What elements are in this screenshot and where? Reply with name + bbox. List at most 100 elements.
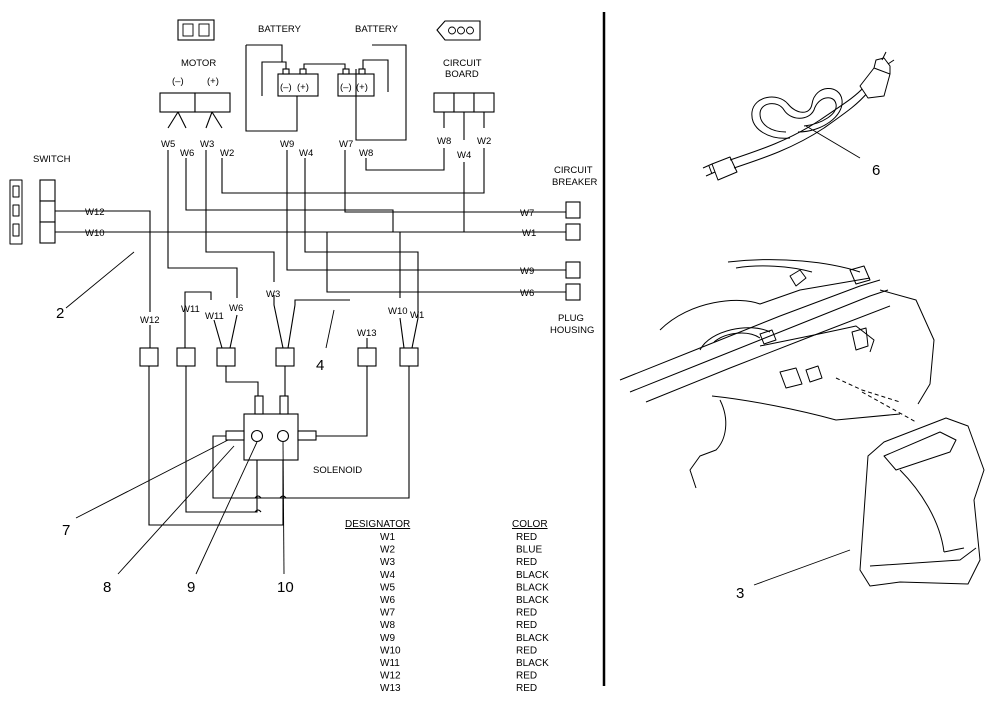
- wire-label-w2-top: W2: [220, 148, 234, 159]
- table-color-cell: BLACK: [516, 658, 549, 669]
- table-color-cell: BLACK: [516, 570, 549, 581]
- circuit-breaker-label-2: BREAKER: [552, 177, 598, 188]
- table-color-cell: BLUE: [516, 545, 542, 556]
- wire-w11-loop: [184, 291, 212, 350]
- battery-left-label: BATTERY: [258, 24, 302, 35]
- wire-label-w10-mid: W10: [388, 306, 408, 317]
- w1-to-solenoid: [212, 366, 410, 499]
- wire-label-w6-plug: W6: [520, 288, 534, 299]
- table-color-cell: BLACK: [516, 582, 549, 593]
- battery-frame-left: [261, 61, 287, 96]
- plug-housing-terminal-1: [565, 261, 581, 279]
- table-designator-cell: W10: [380, 645, 401, 656]
- w10-w1-fork: [399, 317, 419, 349]
- table-designator-cell: W7: [380, 608, 395, 619]
- wire-label-w1-breaker: W1: [522, 228, 536, 239]
- callout-2-leader: [65, 251, 135, 309]
- wire-label-w9: W9: [280, 139, 294, 150]
- w11-to-solenoid: [185, 366, 258, 513]
- battery-outer-left-top: [246, 44, 283, 62]
- table-color-cell: RED: [516, 645, 537, 656]
- callout-10: 10: [277, 579, 294, 596]
- wire-w4-route: [304, 158, 419, 305]
- switch-component: [9, 179, 56, 245]
- table-color-cell: RED: [516, 557, 537, 568]
- connector-w11: [176, 347, 196, 367]
- callout-2: 2: [56, 305, 64, 322]
- wire-w6-route: [185, 158, 394, 232]
- wire-w6-to-plug: [326, 232, 540, 293]
- plug-housing-label-2: HOUSING: [550, 325, 594, 336]
- wire-label-w12-switch: W12: [85, 207, 105, 218]
- table-color-cell: RED: [516, 608, 537, 619]
- callout-7-leader: [75, 439, 229, 519]
- wire-label-w8-top: W8: [359, 148, 373, 159]
- wire-w5-route: [167, 150, 238, 298]
- callout-3-leader: [753, 549, 851, 586]
- wire-label-w3-top: W3: [200, 139, 214, 150]
- wire-label-w10-switch: W10: [85, 228, 105, 239]
- callout-8-leader: [117, 445, 235, 575]
- motor-terminal-block: [159, 92, 231, 113]
- wire-w9-route: [286, 150, 540, 271]
- wire-label-w7-breaker: W7: [520, 208, 534, 219]
- wire-label-w3-mid: W3: [266, 289, 280, 300]
- table-designator-cell: W11: [380, 658, 400, 669]
- table-header-designator: DESIGNATOR: [345, 519, 410, 530]
- wire-w2-route: [221, 148, 485, 194]
- battery-right-pos: (+): [356, 82, 368, 93]
- w5-to-solenoid: [225, 366, 259, 396]
- callout-10-leader: [282, 441, 285, 575]
- w13-to-solenoid: [315, 366, 368, 437]
- wire-label-w9-plug: W9: [520, 266, 534, 277]
- wire-label-w11-lower: W11: [205, 311, 224, 322]
- circuit-board-label-2: BOARD: [445, 69, 479, 80]
- battery-left-pos: (+): [297, 82, 309, 93]
- table-color-cell: RED: [516, 532, 537, 543]
- battery-jumper: [303, 63, 346, 69]
- motor-negative-label: (–): [172, 76, 184, 87]
- wire-label-w5: W5: [161, 139, 175, 150]
- motor-connector-icon: [177, 19, 215, 41]
- table-color-cell: RED: [516, 620, 537, 631]
- wire-w12-route: [55, 210, 151, 312]
- solenoid-post-right: [276, 429, 290, 443]
- motor-label: MOTOR: [181, 58, 216, 69]
- motor-forks: [167, 111, 223, 129]
- wire-label-w12-mid: W12: [140, 315, 160, 326]
- battery-right-neg: (–): [340, 82, 352, 93]
- circuit-board-label-1: CIRCUIT: [443, 58, 482, 69]
- battery-outer-right: [355, 44, 407, 141]
- mower-deck-illustration: 3: [619, 259, 985, 602]
- table-designator-cell: W4: [380, 570, 395, 581]
- table-designator-cell: W8: [380, 620, 395, 631]
- table-color-cell: BLACK: [516, 595, 549, 606]
- battery-left: (–) (+): [277, 68, 319, 97]
- wire-label-w13: W13: [357, 328, 377, 339]
- table-color-cell: RED: [516, 671, 537, 682]
- wire-w4-board: [400, 162, 465, 233]
- solenoid-post-left: [250, 429, 264, 443]
- connector-w1: [399, 347, 419, 367]
- wire-label-w4-top: W4: [299, 148, 313, 159]
- solenoid-component: [225, 395, 317, 461]
- wire-w3-route: [205, 150, 275, 282]
- battery-right-label: BATTERY: [355, 24, 399, 35]
- table-header-color: COLOR: [512, 519, 548, 530]
- wire-label-w6: W6: [180, 148, 194, 159]
- connector-w13: [357, 347, 377, 367]
- callout-9-leader: [195, 441, 258, 575]
- wire-label-w2-board: W2: [477, 136, 491, 147]
- circuit-breaker-terminal-2: [565, 223, 581, 241]
- power-cord-illustration: 6: [702, 51, 895, 181]
- table-designator-cell: W2: [380, 545, 395, 556]
- w11-w5-fork: [213, 314, 238, 349]
- callout-9: 9: [187, 579, 195, 596]
- wire-label-w7: W7: [339, 139, 353, 150]
- board-forks: [443, 112, 485, 140]
- callout-4: 4: [316, 357, 324, 374]
